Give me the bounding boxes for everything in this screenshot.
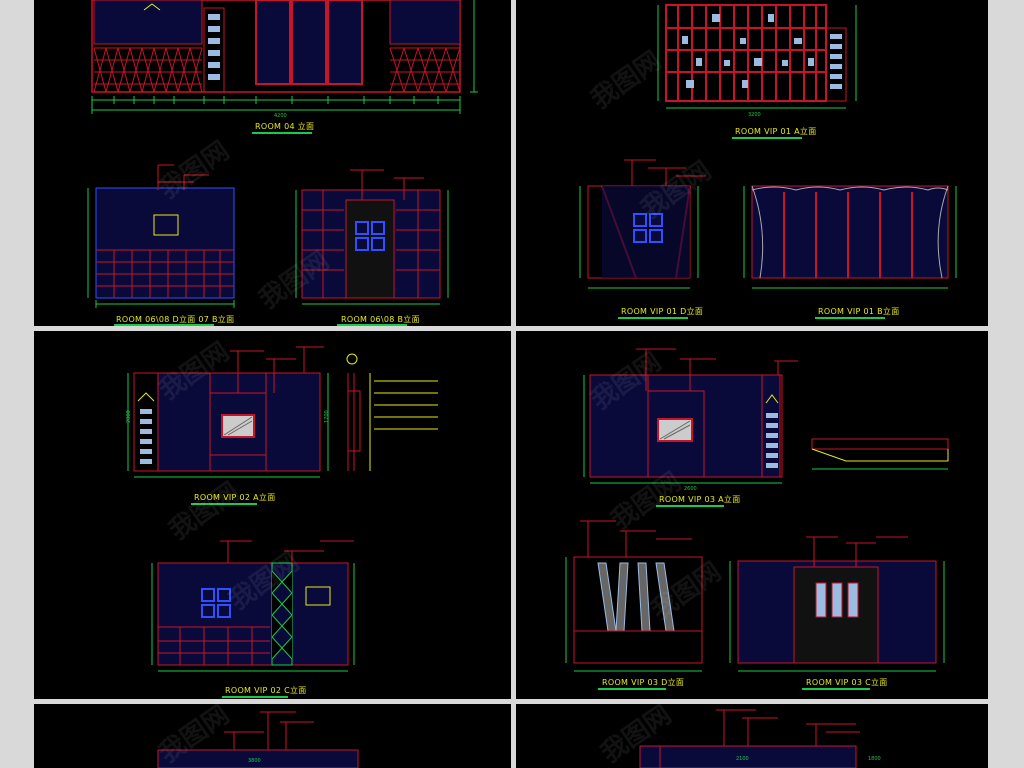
caption-room-0608-b: ROOM 06\08 B立面 [341,315,420,324]
caption-room-04: ROOM 04 立面 [255,122,315,131]
dim-p5-total: 3800 [248,758,261,764]
panel-bottom-right: 2100 1800 我图网 [516,704,988,768]
caption-room-vip-03-d: ROOM VIP 03 D立面 [602,678,685,687]
caption-room-vip-02-a: ROOM VIP 02 A立面 [194,493,276,502]
panel-bottom-left: 3800 我图网 [34,704,511,768]
panel-room-vip-02: 2000 1700 ROOM VIP 02 A立面 ROOM VIP 02 C立… [34,331,511,699]
caption-room-vip-03-a: ROOM VIP 03 A立面 [659,495,741,504]
elevation-drawings: 4200 [87,0,478,308]
caption-room-vip-01-b: ROOM VIP 01 B立面 [818,307,900,316]
elevation-drawings: 2100 1800 [639,709,881,768]
caption-underline [598,688,666,690]
dim-p3-right: 1700 [324,410,330,423]
dim-p2-total: 3200 [748,112,761,118]
caption-underline [618,317,688,319]
caption-room-vip-02-c: ROOM VIP 02 C立面 [225,686,307,695]
caption-underline [656,505,724,507]
caption-room-vip-01-a: ROOM VIP 01 A立面 [735,127,817,136]
caption-room-vip-03-c: ROOM VIP 03 C立面 [806,678,888,687]
dim-p6-right: 1800 [868,756,881,762]
elevation-drawings: 2000 1700 [126,346,438,672]
caption-underline [815,317,885,319]
caption-underline [222,696,288,698]
caption-underline [732,137,802,139]
caption-room-vip-01-d: ROOM VIP 01 D立面 [621,307,704,316]
dim-p4-total: 2600 [684,486,697,492]
elevation-drawings: 3800 [157,711,359,768]
caption-underline [114,324,214,326]
caption-underline [802,688,870,690]
caption-underline [252,132,312,134]
dim-p1-total: 4200 [274,113,287,119]
panel-room-vip-03: 2600 ROOM VIP 03 A立面 ROOM VIP 03 D立面 ROO… [516,331,988,699]
caption-underline [191,503,257,505]
panel-room-vip-01: 3200 ROOM VIP 01 A立面 ROOM VIP 01 D立面 ROO… [516,0,988,326]
caption-underline [337,324,407,326]
panel-room-04: 4200 ROOM 04 立面 ROOM 06\08 D立面 07 B立面 RO… [34,0,511,326]
elevation-drawings: 3200 [579,4,957,289]
elevation-drawings: 2600 [565,348,949,672]
dim-p6-total: 2100 [736,756,749,762]
dim-p3-left: 2000 [126,410,132,423]
caption-room-0608-d: ROOM 06\08 D立面 07 B立面 [116,315,235,324]
